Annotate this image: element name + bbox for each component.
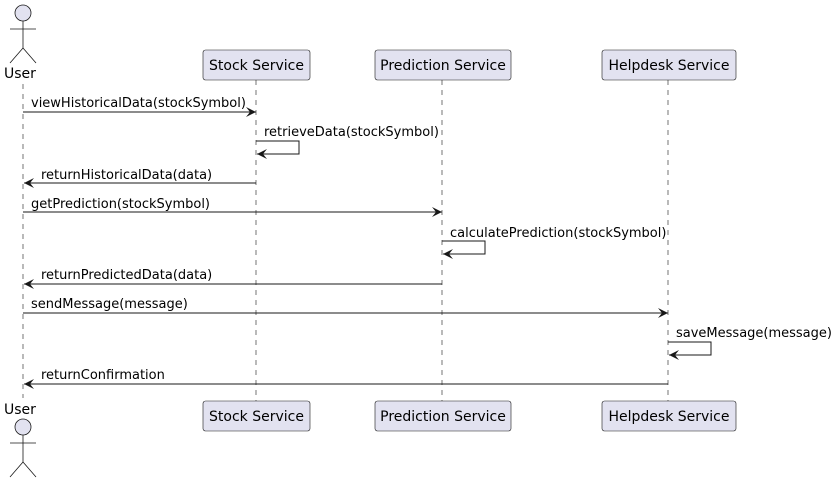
participant-stock-label: Stock Service	[209, 58, 304, 74]
participant-prediction-bottom: Prediction Service	[374, 400, 512, 432]
stick-figure-icon	[9, 4, 37, 64]
message-label: sendMessage(message)	[31, 297, 188, 312]
participant-prediction-top: Prediction Service	[374, 49, 512, 81]
user-actor-top: User	[4, 4, 37, 82]
user-actor-bottom: User	[4, 402, 37, 478]
self-message-arrow	[256, 140, 300, 159]
participant-helpdesk-label: Helpdesk Service	[608, 409, 729, 425]
participant-helpdesk-bottom: Helpdesk Service	[601, 400, 737, 432]
participant-prediction-label: Prediction Service	[380, 409, 506, 425]
stick-figure-icon	[9, 418, 37, 478]
participant-stock-label: Stock Service	[209, 409, 304, 425]
message-label: returnPredictedData(data)	[41, 268, 212, 283]
user-label-top: User	[4, 66, 36, 82]
message-label: calculatePrediction(stockSymbol)	[450, 226, 666, 241]
message-label: viewHistoricalData(stockSymbol)	[31, 96, 246, 111]
message-label: returnConfirmation	[41, 368, 165, 383]
participant-helpdesk-label: Helpdesk Service	[608, 58, 729, 74]
participant-stock-top: Stock Service	[202, 49, 311, 81]
message-label: retrieveData(stockSymbol)	[264, 125, 439, 140]
self-message-arrow	[668, 341, 712, 360]
participant-helpdesk-top: Helpdesk Service	[601, 49, 737, 81]
participant-prediction-label: Prediction Service	[380, 58, 506, 74]
participant-stock-bottom: Stock Service	[202, 400, 311, 432]
message-label: saveMessage(message)	[676, 326, 832, 341]
message-label: returnHistoricalData(data)	[41, 168, 212, 183]
message-label: getPrediction(stockSymbol)	[31, 197, 210, 212]
self-message-arrow	[442, 240, 486, 259]
user-label-bottom: User	[4, 402, 36, 418]
